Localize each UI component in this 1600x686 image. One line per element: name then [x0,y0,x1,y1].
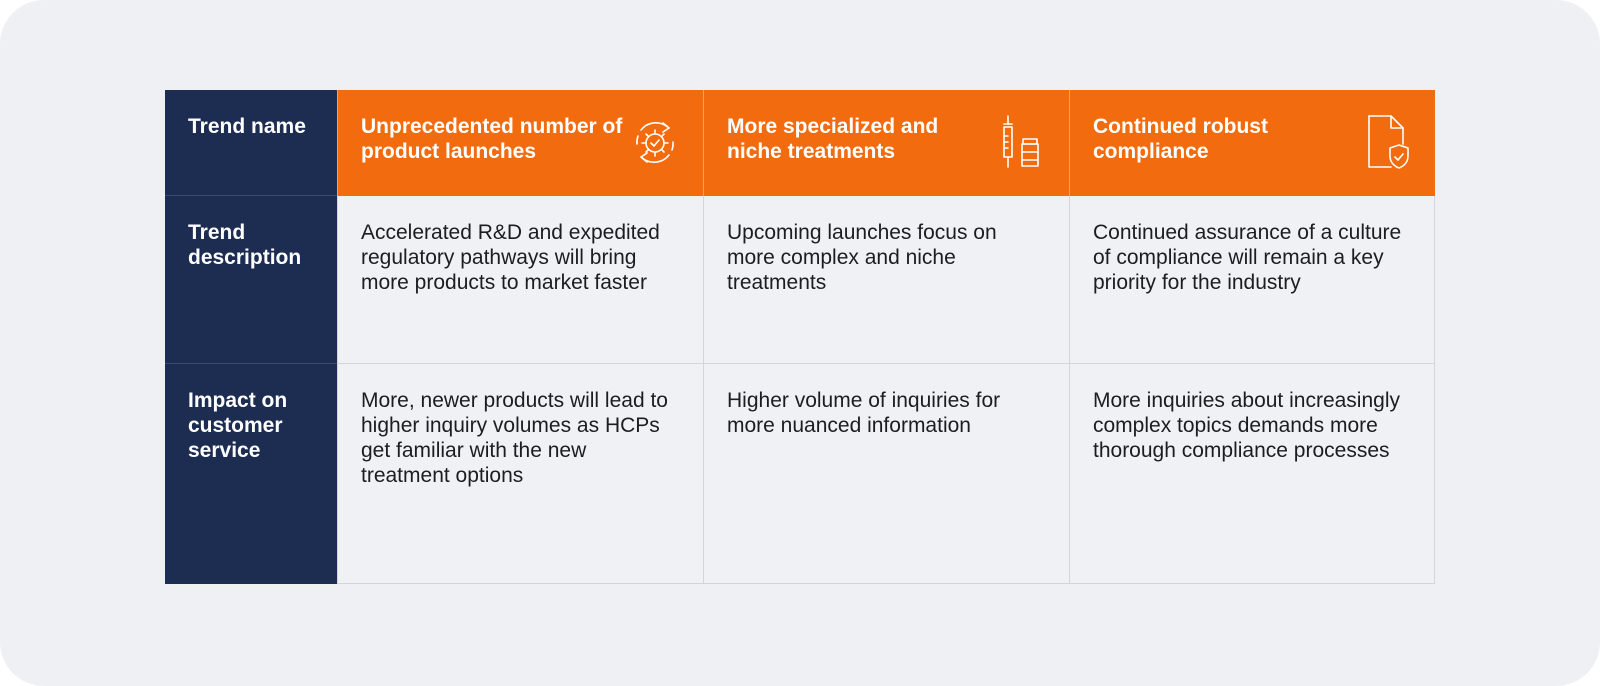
syringe-vial-icon [995,114,1047,170]
document-shield-icon [1361,114,1413,170]
gear-refresh-icon [629,114,681,170]
impact-cell: More, newer products will lead to higher… [337,364,703,584]
row-header-trend-name: Trend name [165,90,337,196]
column-title: More specialized and niche treatments [727,115,939,163]
column-header-specialized-treatments: More specialized and niche treatments [703,90,1069,196]
row-header-trend-description: Trend description [165,196,337,364]
description-cell: Accelerated R&D and expedited regulatory… [337,196,703,364]
column-header-product-launches: Unprecedented number of product launches [337,90,703,196]
column-title: Continued robust compliance [1093,115,1268,163]
description-cell: Continued assurance of a culture of comp… [1069,196,1435,364]
row-header-impact: Impact on customer service [165,364,337,584]
description-cell: Upcoming launches focus on more complex … [703,196,1069,364]
trend-table: Trend name Unprecedented number of produ… [165,90,1435,584]
column-title: Unprecedented number of product launches [361,115,623,163]
impact-cell: More inquiries about increasingly comple… [1069,364,1435,584]
column-header-robust-compliance: Continued robust compliance [1069,90,1435,196]
impact-cell: Higher volume of inquiries for more nuan… [703,364,1069,584]
